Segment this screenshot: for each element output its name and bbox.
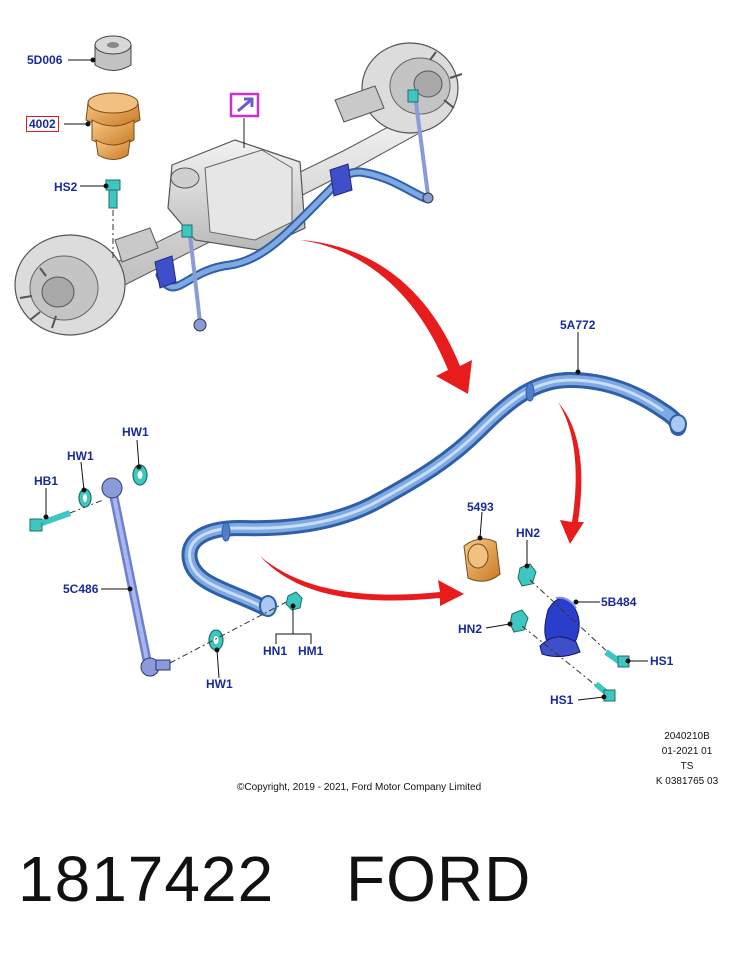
callout-HW1-left[interactable]: HW1 [67,449,94,463]
drawing-meta-block: 2040210B 01-2021 01 TS K 0381765 03 [640,729,734,789]
callout-HN1[interactable]: HN1 [263,644,288,658]
callout-HW1-bottom[interactable]: HW1 [206,677,233,691]
nut-HN1[interactable] [285,591,303,611]
brand-name: FORD [346,843,532,915]
drawing-doc-code: K 0381765 03 [655,776,719,787]
installed-stabilizer-bar [154,89,434,332]
callout-HM1[interactable]: HM1 [298,644,324,658]
bump-stop-stack [85,35,141,258]
bracket-5B484[interactable] [539,596,581,658]
drawing-ref-id: 2040210B [664,731,710,742]
assembly-flow-arrows [260,240,584,606]
bolt-HS1-right[interactable] [604,649,630,668]
rear-axle-assembly [14,42,463,336]
bracket-centerline-b [521,625,605,693]
part-number: 1817422 [18,843,275,915]
callout-HS1-bottom[interactable]: HS1 [550,693,574,707]
parts-diagram [14,35,687,702]
drawing-date-code: 01-2021 01 [661,746,713,757]
callout-5A772[interactable]: 5A772 [560,318,596,332]
callout-HB1[interactable]: HB1 [34,474,59,488]
callout-5B484[interactable]: 5B484 [601,595,637,609]
view-direction-icon[interactable] [229,92,260,148]
callout-4002[interactable]: 4002 [26,116,59,132]
callout-HN2-left[interactable]: HN2 [458,622,483,636]
callout-5C486[interactable]: 5C486 [63,582,99,596]
callout-HS1-right[interactable]: HS1 [650,654,674,668]
stabilizer-bar-5A772[interactable] [181,371,687,617]
washer-HW1-bottom[interactable] [208,629,224,651]
link-centerline [169,599,291,664]
bracket-centerline-a [529,579,613,657]
nut-HN2-top[interactable] [517,563,537,587]
bolt-HB1[interactable] [29,499,104,532]
leader-lines [43,57,648,701]
drawing-region: TS [680,761,694,772]
copyright-notice: ©Copyright, 2019 - 2021, Ford Motor Comp… [237,782,482,793]
callout-HN2-top[interactable]: HN2 [516,526,541,540]
callout-5D006[interactable]: 5D006 [27,53,63,67]
stabilizer-link-5C486[interactable] [101,477,171,677]
left-brake-rotor [14,234,126,336]
callout-HW1-top[interactable]: HW1 [122,425,149,439]
bushing-5493[interactable] [463,538,501,582]
callout-HS2[interactable]: HS2 [54,180,78,194]
callout-5493[interactable]: 5493 [467,500,494,514]
right-brake-rotor [361,42,463,134]
